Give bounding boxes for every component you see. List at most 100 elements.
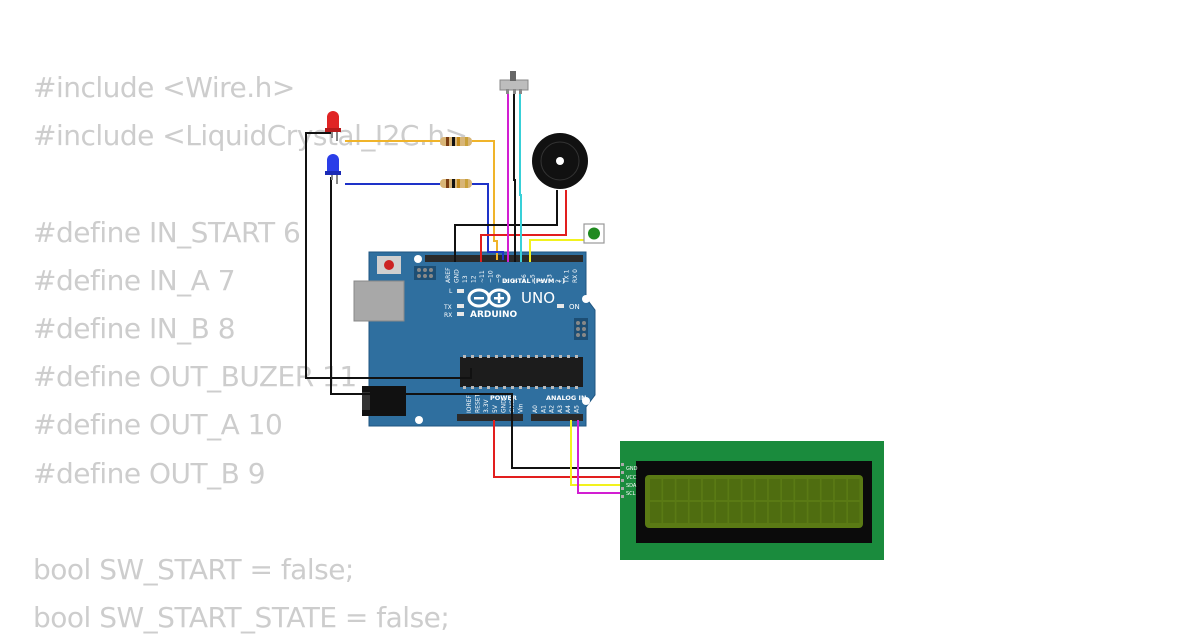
wire-blue-led-to-pin xyxy=(472,183,504,260)
pin-label: 7 xyxy=(513,279,520,283)
pin-label: GND xyxy=(500,399,507,413)
pin-label: GND xyxy=(453,269,460,283)
buzzer-icon[interactable] xyxy=(532,133,588,189)
wire-buzzer-ground xyxy=(454,190,558,262)
lcd-char-cell xyxy=(795,502,807,523)
pin-label: ~9 xyxy=(496,274,503,283)
lcd-char-cell xyxy=(742,479,754,500)
lcd-char-cell xyxy=(755,502,768,523)
code-line: #define OUT_BUZER 11 xyxy=(33,360,357,394)
push-button-icon[interactable] xyxy=(583,223,605,244)
pin-label: A4 xyxy=(565,405,572,413)
lcd-char-cell xyxy=(782,479,794,500)
resistor-icon[interactable] xyxy=(440,179,472,188)
pin-label: IOREF xyxy=(466,395,473,413)
lcd-char-cell xyxy=(716,479,728,500)
pin-label: A2 xyxy=(549,405,556,413)
lcd-char-cell xyxy=(848,479,860,500)
wire-red-led-signal xyxy=(472,140,498,260)
pin-label: ~11 xyxy=(479,270,486,283)
lcd-char-cell xyxy=(716,502,728,523)
code-line: #define OUT_B 9 xyxy=(33,456,266,490)
analog-label: ANALOG IN xyxy=(546,394,586,402)
pin-label: ~3 xyxy=(546,274,553,283)
microcontroller-chip xyxy=(460,357,583,387)
lcd-pin-scl: SCL xyxy=(626,491,636,497)
code-line: bool SW_START_STATE = false; xyxy=(33,601,450,635)
wire-lcd-sda xyxy=(570,420,623,486)
wire-buzzer-signal xyxy=(480,190,567,262)
code-line: #include <Wire.h> xyxy=(33,71,295,104)
rx-label: RX xyxy=(444,312,452,319)
lcd-char-cell xyxy=(663,502,675,523)
lcd-char-cell xyxy=(808,502,820,523)
arduino-logo-icon xyxy=(467,288,511,308)
wire-button-signal xyxy=(529,239,584,262)
lcd-char-cell xyxy=(821,479,834,500)
lcd-char-cell xyxy=(702,502,715,523)
lcd-char-cell xyxy=(650,502,662,523)
code-background: #include <Wire.h>#include <LiquidCrystal… xyxy=(33,64,468,642)
red-led-icon[interactable] xyxy=(325,111,341,141)
pin-label: ~5 xyxy=(530,274,537,283)
lcd-char-cell xyxy=(650,479,662,500)
lcd-char-cell xyxy=(742,502,754,523)
code-line: bool SW_START = false; xyxy=(33,552,354,586)
pin-label: 13 xyxy=(462,275,469,283)
blue-led-icon[interactable] xyxy=(325,154,341,184)
lcd-char-cell xyxy=(808,479,820,500)
arduino-board[interactable]: L TX RX ON ARDUINO UNO DIGITAL (PWM ~) P… xyxy=(353,251,596,427)
wire-lcd-scl xyxy=(577,420,623,494)
slide-switch-icon[interactable] xyxy=(499,71,529,94)
lcd-char-cell xyxy=(729,502,741,523)
lcd-char-cell xyxy=(729,479,741,500)
pin-label: TX 1 xyxy=(563,269,570,284)
pin-label: 8 xyxy=(504,279,511,283)
lcd-char-cell xyxy=(755,479,768,500)
on-label: ON xyxy=(569,303,580,311)
uno-model-label: UNO xyxy=(521,289,555,307)
lcd-char-cell xyxy=(676,502,688,523)
tx-label: TX xyxy=(443,304,452,311)
lcd-char-cell xyxy=(689,502,702,523)
pin-label: 12 xyxy=(470,275,477,283)
lcd-char-cell xyxy=(821,502,834,523)
arduino-brand-label: ARDUINO xyxy=(470,310,518,320)
code-line: #define IN_B 8 xyxy=(33,311,236,345)
power-label: POWER xyxy=(490,394,517,402)
usb-port xyxy=(353,280,405,322)
code-line: #define IN_A 7 xyxy=(33,263,236,297)
lcd-char-cell xyxy=(663,479,675,500)
pin-label: A3 xyxy=(557,405,564,413)
pin-label: 4 xyxy=(538,279,545,283)
lcd-display[interactable]: GND VCC SDA SCL xyxy=(620,441,884,560)
lcd-char-cell xyxy=(848,502,860,523)
pin-label: AREF xyxy=(445,267,452,283)
lcd-char-cell xyxy=(834,479,847,500)
l-label: L xyxy=(449,288,453,295)
lcd-char-grid xyxy=(650,479,860,523)
lcd-char-cell xyxy=(768,479,781,500)
lcd-pin-gnd: GND xyxy=(626,466,638,472)
digital-label: DIGITAL (PWM ~) xyxy=(502,277,565,285)
lcd-pin-sda: SDA xyxy=(626,483,637,489)
pin-label: 2 xyxy=(555,279,562,283)
lcd-char-cell xyxy=(702,479,715,500)
wire-lcd-vcc xyxy=(493,420,623,478)
pin-label: 3.3V xyxy=(483,398,490,413)
resistor-icon[interactable] xyxy=(440,137,472,146)
code-line: #define IN_START 6 xyxy=(33,215,301,249)
lcd-pin-header xyxy=(621,463,624,498)
pin-label: 5V xyxy=(492,404,499,413)
pin-label: Vin xyxy=(518,403,525,413)
pin-label: A5 xyxy=(574,405,581,413)
wire-switch-cyan xyxy=(519,92,522,262)
lcd-pin-vcc: VCC xyxy=(626,475,637,481)
pin-label: RESET xyxy=(475,393,482,413)
lcd-char-cell xyxy=(782,502,794,523)
pin-label: ~10 xyxy=(487,270,494,283)
lcd-char-cell xyxy=(795,479,807,500)
